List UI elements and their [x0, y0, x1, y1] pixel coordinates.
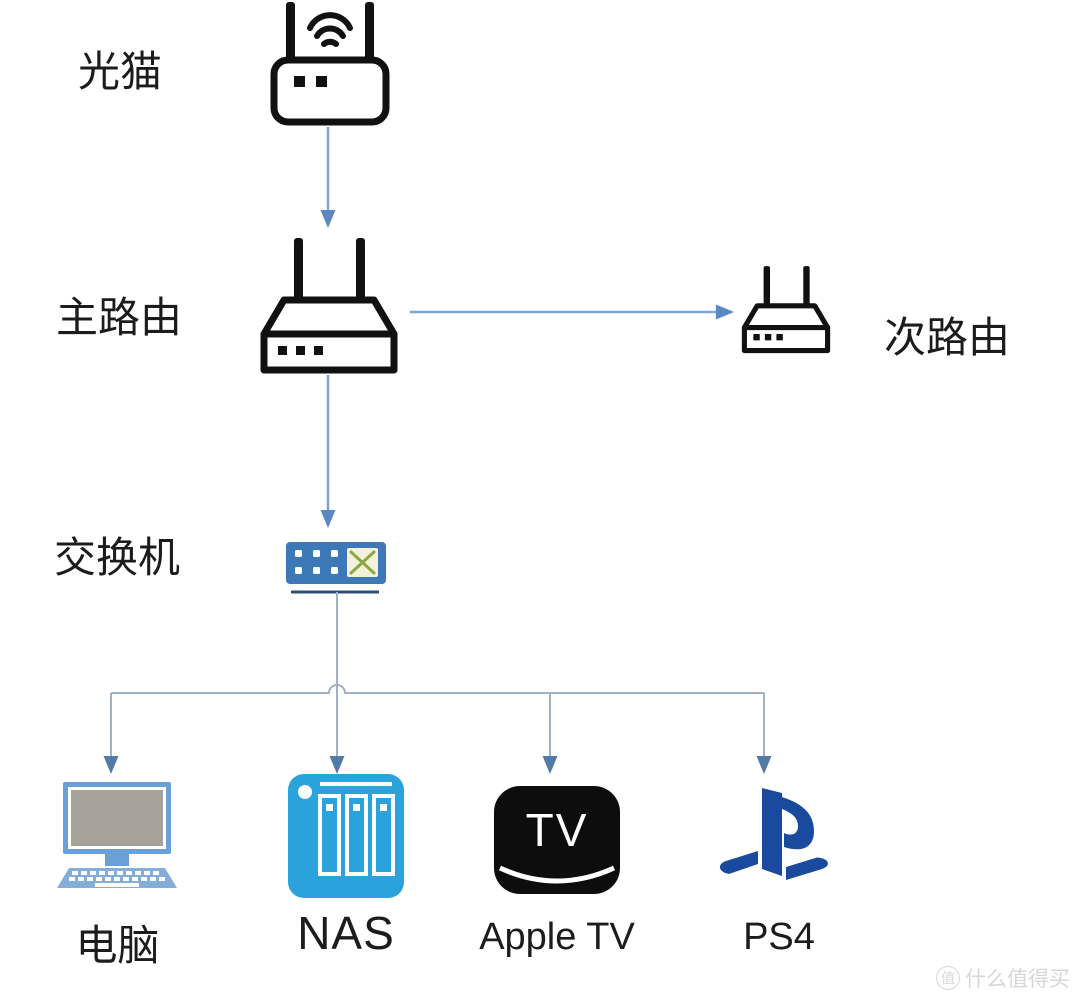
ps-logo-shapes: [719, 788, 828, 880]
arrowhead-nas: [329, 756, 345, 774]
appletv-tv-text: TV: [526, 804, 589, 856]
ps4-label: PS4: [743, 916, 815, 958]
main-router-body: [260, 296, 398, 374]
modem-label: 光猫: [78, 48, 163, 95]
secondary-router-antennas: [763, 266, 810, 308]
arrow-main-router-to-switch: [320, 375, 336, 528]
tree-arrowheads: [103, 756, 772, 774]
appletv-body: [494, 786, 620, 894]
appletv-label: Apple TV: [479, 916, 635, 958]
arrow-modem-to-main-router: [320, 127, 336, 228]
arrowhead-ps4: [756, 756, 772, 774]
nas-label: NAS: [297, 907, 395, 959]
switch-icon: [286, 542, 386, 584]
switch-crossover-icon: [349, 550, 376, 575]
secondary-router-leds: [753, 333, 783, 341]
switch-distribution-lines: [110, 592, 765, 757]
nas-power-led: [298, 785, 312, 799]
main-router-icon: [260, 238, 398, 374]
nas-bay-leds: [326, 804, 387, 811]
nas-top-vent: [320, 782, 392, 786]
secondary-router-icon: [741, 266, 831, 354]
tree-line-horizontal: [111, 684, 764, 694]
switch-ports: [295, 550, 338, 574]
secondary-router-label: 次路由: [884, 314, 1011, 361]
secondary-router-body: [741, 303, 831, 354]
computer-label: 电脑: [75, 922, 160, 969]
arrow-main-to-secondary-router: [410, 304, 734, 320]
main-router-label: 主路由: [56, 294, 183, 341]
nas-icon: [288, 774, 404, 898]
appletv-icon: TV: [494, 786, 620, 894]
switch-label: 交换机: [54, 534, 181, 581]
modem-leds: [294, 76, 327, 87]
keyboard-keys: [69, 871, 165, 887]
arrowhead-computer: [103, 756, 119, 774]
smzdm-watermark: 值 什么值得买: [936, 963, 1070, 993]
main-router-leds: [278, 346, 323, 355]
ps4-playstation-logo-icon: [719, 788, 828, 880]
computer-icon: [57, 782, 177, 888]
smzdm-badge-icon: 值: [936, 966, 960, 990]
modem-wifi-icon: [270, 12, 390, 126]
arrowhead-appletv: [542, 756, 558, 774]
main-router-antennas: [294, 238, 365, 302]
nas-drive-bays: [318, 794, 395, 876]
modem-icon: [270, 2, 390, 126]
appletv-base-arc: [498, 865, 616, 884]
monitor-stand: [105, 854, 129, 866]
monitor-screen: [71, 790, 163, 846]
smzdm-watermark-text: 什么值得买: [965, 968, 1070, 991]
